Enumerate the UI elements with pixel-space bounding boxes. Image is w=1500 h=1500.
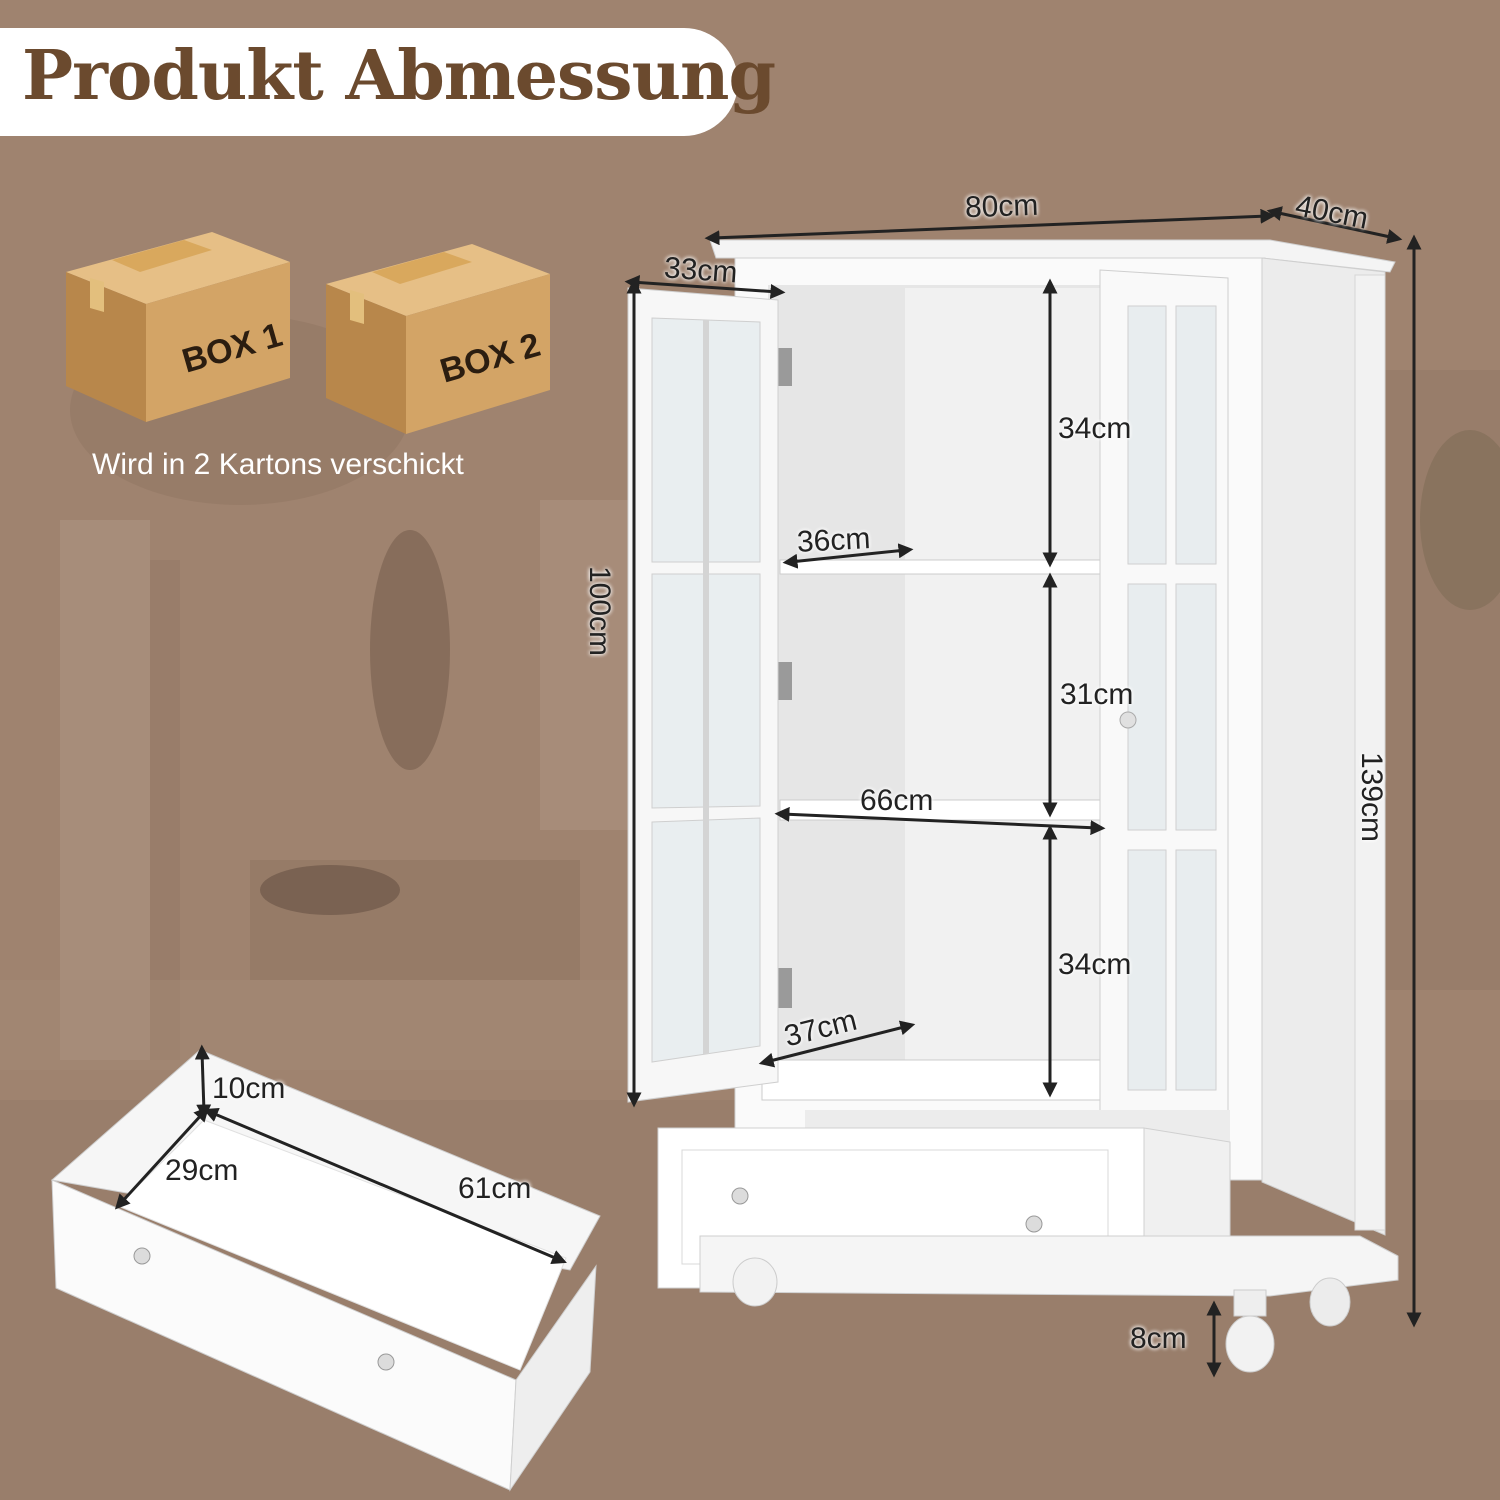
- middle-shelf-height-label: 31cm: [1060, 678, 1134, 711]
- width-label: 80cm: [964, 188, 1039, 225]
- bottom-shelf-height-label: 34cm: [1058, 948, 1132, 981]
- title-banner: [0, 28, 738, 136]
- inner-width-label: 66cm: [860, 784, 934, 817]
- shipping-note: Wird in 2 Kartons verschickt: [92, 448, 464, 481]
- drawer-width-label: 61cm: [458, 1172, 532, 1205]
- leg-height-label: 8cm: [1130, 1322, 1187, 1355]
- door-width-label: 33cm: [662, 251, 739, 290]
- height-label: 139cm: [1355, 752, 1388, 843]
- box-1-icon: [66, 232, 290, 422]
- page-title: Produkt Abmessung: [22, 36, 776, 116]
- box-2-icon: [326, 244, 550, 434]
- top-shelf-height-label: 34cm: [1058, 412, 1132, 445]
- shelf-depth-label: 36cm: [796, 522, 872, 559]
- drawer-depth-label: 29cm: [165, 1154, 239, 1187]
- drawer-height-label: 10cm: [212, 1072, 286, 1105]
- door-height-label: 100cm: [583, 566, 616, 657]
